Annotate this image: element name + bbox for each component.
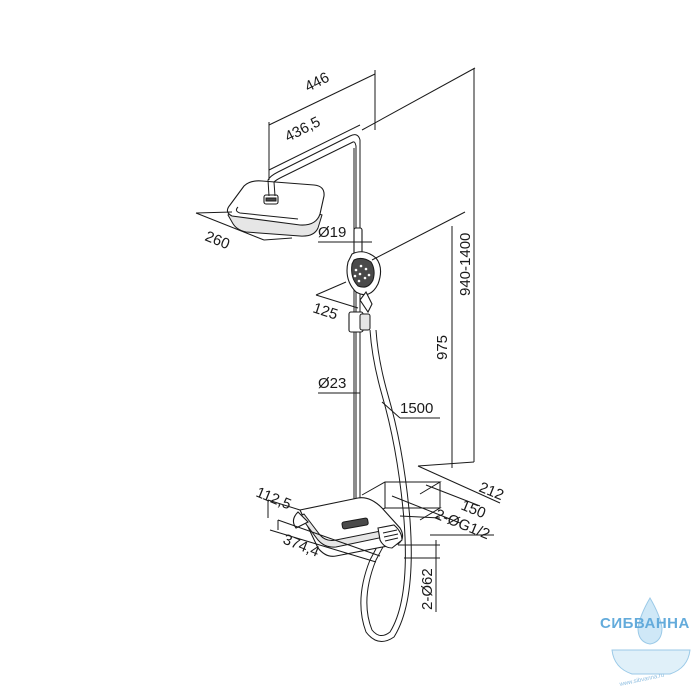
dim-diameter-19: Ø19 — [318, 224, 346, 241]
brand-watermark: СИБВАННА www.sibvanna.ru — [600, 597, 691, 689]
dim-diameter-62: 2-Ø62 — [419, 568, 436, 610]
thermostatic-mixer — [292, 497, 404, 557]
slide-holder — [348, 227, 371, 333]
bathtub-icon — [611, 649, 691, 675]
dim-436-5: 436,5 — [282, 113, 323, 145]
water-drop-icon — [637, 597, 663, 645]
dim-1500: 1500 — [400, 400, 433, 417]
dim-940-1400: 940-1400 — [457, 233, 474, 296]
dim-125: 125 — [311, 300, 340, 324]
dim-975: 975 — [434, 335, 451, 360]
shower-hose — [360, 329, 412, 642]
watermark-url-text: www.sibvanna.ru — [618, 673, 665, 689]
watermark-brand-text: СИБВАННА — [600, 615, 690, 632]
dim-446: 446 — [302, 69, 332, 96]
dimension-lines — [195, 67, 501, 612]
dim-212: 212 — [477, 479, 507, 504]
dim-260: 260 — [203, 228, 233, 253]
hand-shower — [346, 251, 382, 314]
dim-diameter-23: Ø23 — [318, 375, 346, 392]
dim-112-5: 112,5 — [254, 484, 294, 513]
rain-shower-head — [226, 180, 325, 237]
